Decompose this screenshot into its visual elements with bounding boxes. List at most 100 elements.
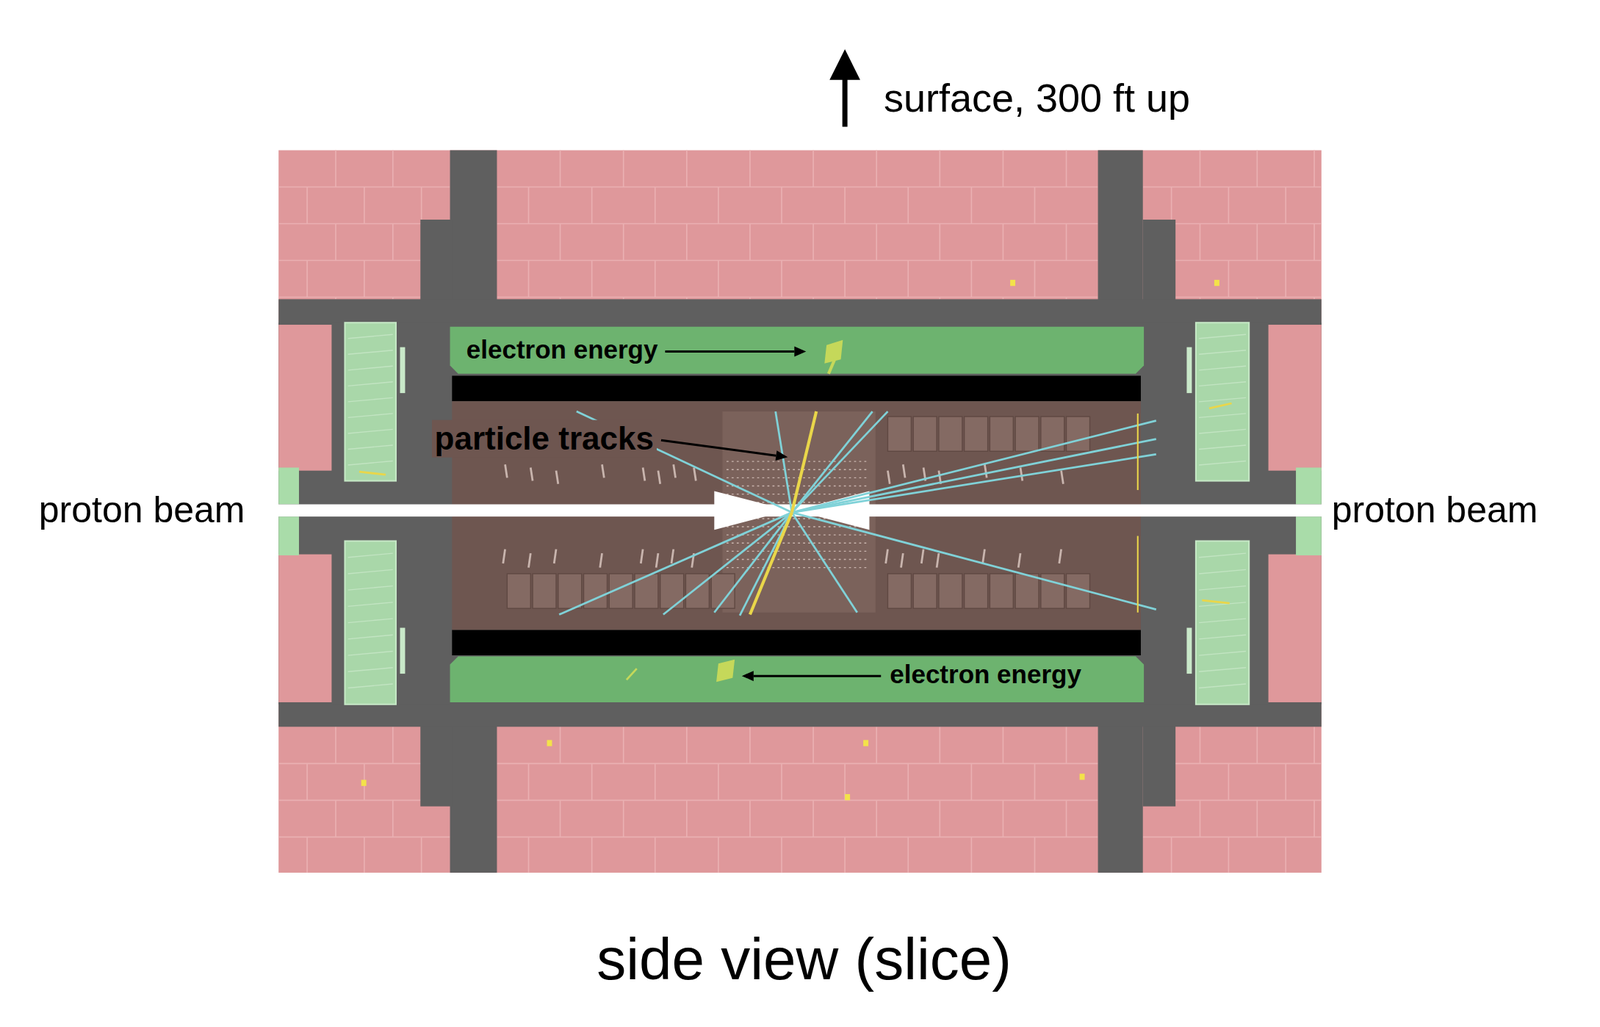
grid-line <box>971 187 973 225</box>
grid-line <box>496 186 1098 189</box>
grid-line <box>1313 297 1315 300</box>
grid-line <box>334 726 337 764</box>
calorimeter-stripe <box>1198 365 1246 371</box>
grid-line <box>1002 224 1005 261</box>
grid-line <box>334 800 337 837</box>
muon-hit <box>863 739 869 746</box>
calorimeter-stripe <box>348 667 394 673</box>
grid-line <box>392 150 394 188</box>
grid-line <box>1143 835 1322 838</box>
grid-line <box>334 297 337 300</box>
surface-arrow <box>829 49 861 81</box>
grid-line <box>1034 187 1036 225</box>
grid-line <box>749 297 751 300</box>
grid-line <box>780 763 783 800</box>
grid-line <box>717 836 720 873</box>
grid-line <box>363 187 366 225</box>
endcap-strip <box>400 347 406 394</box>
calorimeter-stripe <box>1198 634 1246 640</box>
grid-line <box>1199 800 1202 837</box>
grid-line <box>844 836 846 873</box>
hit-mark <box>640 549 643 564</box>
endcap-calorimeter <box>344 541 396 705</box>
grid-line <box>559 150 562 188</box>
hit-mark <box>902 464 906 478</box>
grid-line <box>559 224 562 261</box>
endcap-hit <box>1137 536 1139 613</box>
grid-line <box>1034 836 1036 873</box>
tracker-module <box>887 573 911 609</box>
hit-mark <box>1061 470 1064 485</box>
em-calorimeter <box>450 326 1145 374</box>
surface-arrow <box>842 75 848 127</box>
hit-mark <box>553 549 557 564</box>
tracker-module <box>938 416 963 452</box>
grid-line <box>1199 726 1202 764</box>
grid-line <box>971 260 973 298</box>
endcap-strip <box>1186 628 1192 675</box>
calorimeter-stripe <box>348 413 394 418</box>
tracker-module <box>913 573 937 609</box>
grid-line <box>559 297 562 300</box>
endcap-calorimeter <box>344 322 396 481</box>
grid-line <box>528 763 530 800</box>
endcap-calorimeter <box>1195 322 1249 481</box>
particle-track <box>791 411 873 513</box>
grid-line <box>875 297 878 300</box>
grid-line <box>812 224 814 261</box>
grid-line <box>528 836 530 873</box>
hit-mark <box>671 549 674 564</box>
hit-mark <box>1059 549 1062 564</box>
callout-label: electron energy <box>889 659 1082 690</box>
calorimeter-stripe <box>348 553 394 558</box>
electron-track <box>750 512 792 615</box>
grid-line <box>591 836 593 873</box>
calorimeter-stripe <box>348 350 394 355</box>
particle-track <box>714 512 792 613</box>
calorimeter-stripe <box>348 334 394 339</box>
grid-line <box>654 187 657 225</box>
grid-line <box>1002 297 1005 300</box>
hit-mark <box>936 553 939 568</box>
tracker-module <box>913 416 937 452</box>
calorimeter-stripe <box>1198 413 1246 418</box>
grid-line <box>686 224 688 261</box>
callout-label: particle tracks <box>431 420 657 458</box>
grid-line <box>1143 186 1322 189</box>
grid-line <box>749 800 751 837</box>
grid-line <box>1256 150 1258 188</box>
grid-line <box>1228 187 1230 225</box>
grid-line <box>971 763 973 800</box>
calorimeter-stripe <box>1198 397 1246 402</box>
grid-line <box>392 224 394 261</box>
grid-line <box>306 187 308 225</box>
grid-line <box>1313 800 1315 837</box>
grid-line <box>559 800 562 837</box>
grid-line <box>1313 224 1315 261</box>
calorimeter-stripe <box>348 429 394 434</box>
calorimeter-stripe <box>1198 553 1246 558</box>
leader-arrow <box>753 675 881 678</box>
hit-mark <box>887 470 890 485</box>
calorimeter-stripe <box>1198 569 1246 574</box>
grid-line <box>1002 150 1005 188</box>
grid-line <box>306 260 308 298</box>
muon-hit <box>844 794 850 800</box>
particle-track <box>791 420 1157 513</box>
grid-line <box>907 260 909 298</box>
hit-mark <box>556 470 559 485</box>
calorimeter-stripe <box>348 618 394 623</box>
grid-line <box>654 836 657 873</box>
tracker-module <box>532 573 557 609</box>
energy-deposit <box>716 659 735 683</box>
tracker-module <box>964 573 989 609</box>
grid-line <box>1199 224 1202 261</box>
leader-arrow-head <box>775 450 789 461</box>
grid-line <box>1199 150 1202 188</box>
grid-line <box>812 297 814 300</box>
tracker-module <box>989 573 1014 609</box>
grid-line <box>780 187 783 225</box>
grid-line <box>1256 224 1258 261</box>
grid-line <box>1002 800 1005 837</box>
grid-line <box>875 150 878 188</box>
